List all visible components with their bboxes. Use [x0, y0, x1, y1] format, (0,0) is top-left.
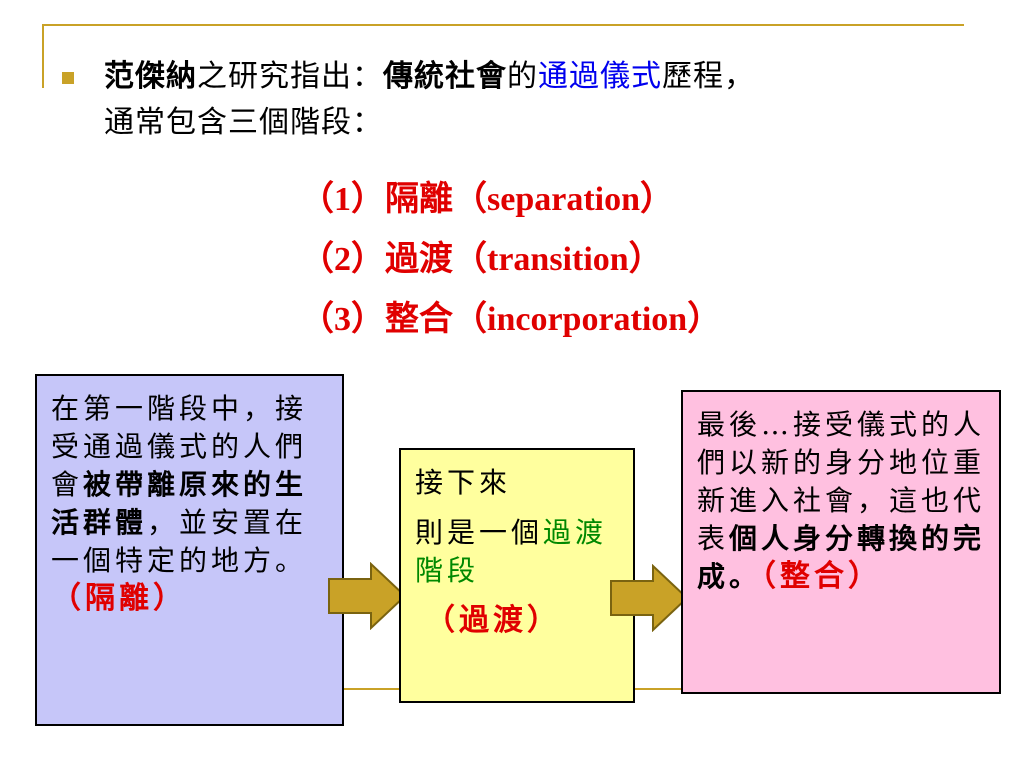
- main-bullet: 范傑納之研究指出：傳統社會的通過儀式歷程， 通常包含三個階段：: [62, 54, 992, 146]
- transition-tag: （過渡）: [425, 604, 561, 637]
- incorporation-text: 最後…接受儀式的人們以新的身分地位重新進入社會，這也代表: [697, 408, 986, 555]
- right-arrow-icon: [328, 562, 407, 630]
- separation-tag: （隔離）: [51, 582, 187, 615]
- transition-box: 接下來 則是一個過渡階段 （過渡）: [399, 448, 635, 703]
- separation-text: 在第一階段中，接受通過儀式的人們會: [51, 392, 308, 501]
- transition-line-1: 接下來: [415, 466, 512, 499]
- transition-tag-line: （過渡）: [415, 602, 621, 640]
- right-arrow-icon: [610, 564, 689, 632]
- separation-emphasis: 被帶離原來的生活群體: [51, 468, 308, 539]
- stage-list: （1）隔離（separation） （2）過渡（transition） （3）整…: [300, 170, 860, 350]
- bullet-text: 范傑納之研究指出：傳統社會的通過儀式歷程， 通常包含三個階段：: [104, 54, 992, 146]
- separation-text-tail: ，並安置在一個特定的地方。: [51, 506, 308, 577]
- bullet-text-part: 之研究指出：: [197, 59, 383, 94]
- separation-box: 在第一階段中，接受通過儀式的人們會被帶離原來的生活群體，並安置在一個特定的地方。…: [35, 374, 344, 726]
- bullet-text-part: 的: [507, 59, 538, 94]
- stage-transition: （2）過渡（transition）: [300, 241, 663, 278]
- incorporation-tag: （整合）: [761, 560, 883, 593]
- author-name: 范傑納: [104, 59, 197, 94]
- top-rule: [42, 24, 964, 26]
- stage-separation: （1）隔離（separation）: [300, 181, 674, 218]
- stage-incorporation: （3）整合（incorporation）: [300, 301, 722, 338]
- traditional-society: 傳統社會: [383, 59, 507, 94]
- transition-line-2: 則是一個過渡階段: [415, 514, 621, 590]
- transition-text: 則是一個: [415, 516, 544, 549]
- incorporation-emphasis: 個人身分轉換的完成。: [697, 522, 986, 593]
- incorporation-box: 最後…接受儀式的人們以新的身分地位重新進入社會，這也代表個人身分轉換的完成。（整…: [681, 390, 1001, 694]
- left-rule: [42, 24, 44, 88]
- bullet-line-2: 通常包含三個階段：: [104, 105, 383, 140]
- bullet-text-part: 歷程，: [662, 59, 755, 94]
- rite-of-passage: 通過儀式: [538, 59, 662, 94]
- transition-emphasis: 過渡階段: [415, 516, 608, 587]
- square-bullet-icon: [62, 72, 74, 84]
